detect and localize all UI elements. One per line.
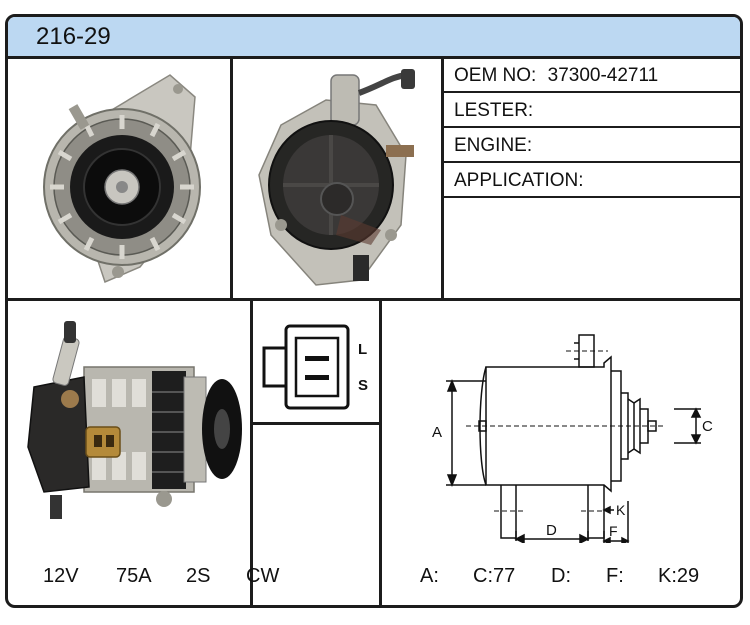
top-divider-2 [441,59,444,298]
spec-row-line-2 [441,126,740,128]
dim-value-a: A: [420,565,439,587]
oem-number-value: 37300-42711 [547,65,659,86]
engine-label: ENGINE: [454,135,533,156]
top-divider-1 [230,59,233,298]
dim-label-c: C [702,418,713,435]
connector-box-bottom [250,422,382,425]
pin-l-label: L [358,341,367,358]
alternator-rear-photo [258,69,415,286]
dim-label-a: A [432,424,442,441]
application-label: APPLICATION: [454,170,584,191]
spec-row-line-3 [441,161,740,163]
part-number-title: 216-29 [36,23,111,50]
alternator-side-photo [27,321,242,519]
alternator-front-photo [43,74,201,284]
oem-number-row: OEM NO: 37300-42711 [454,65,658,87]
header-bar: 216-29 [8,17,740,59]
dim-value-c: C:77 [473,565,516,587]
connector-diagram: L S [262,324,368,410]
dimension-drawing: A C D F K [432,334,713,543]
pin-s-label: S [358,377,368,394]
plug-type: 2S [186,565,211,587]
drawing-body [485,355,612,493]
rotation-direction: CW [246,565,280,587]
dim-label-f: F [609,523,618,539]
connector-housing [284,324,350,410]
lester-label: LESTER: [454,100,534,121]
bottom-divider-1 [250,298,253,605]
sheet-frame: 216-29 OEM NO: 37300-42711 LESTER: ENGIN… [5,14,743,608]
bottom-divider-2 [379,298,382,605]
dim-value-k: K:29 [658,565,700,587]
drawing-top-mount [578,334,595,368]
middle-divider [8,298,740,301]
oem-number-label: OEM NO: [454,65,537,86]
pin-l [305,356,329,361]
dim-label-k: K [616,502,626,518]
voltage-rating: 12V [43,565,79,587]
pin-s [305,375,329,380]
spec-row-line-1 [441,91,740,93]
dim-value-d: D: [551,565,571,587]
amperage-rating: 75A [116,565,152,587]
dim-value-f: F: [606,565,624,587]
spec-row-line-4 [441,196,740,198]
dim-label-d: D [546,522,557,539]
